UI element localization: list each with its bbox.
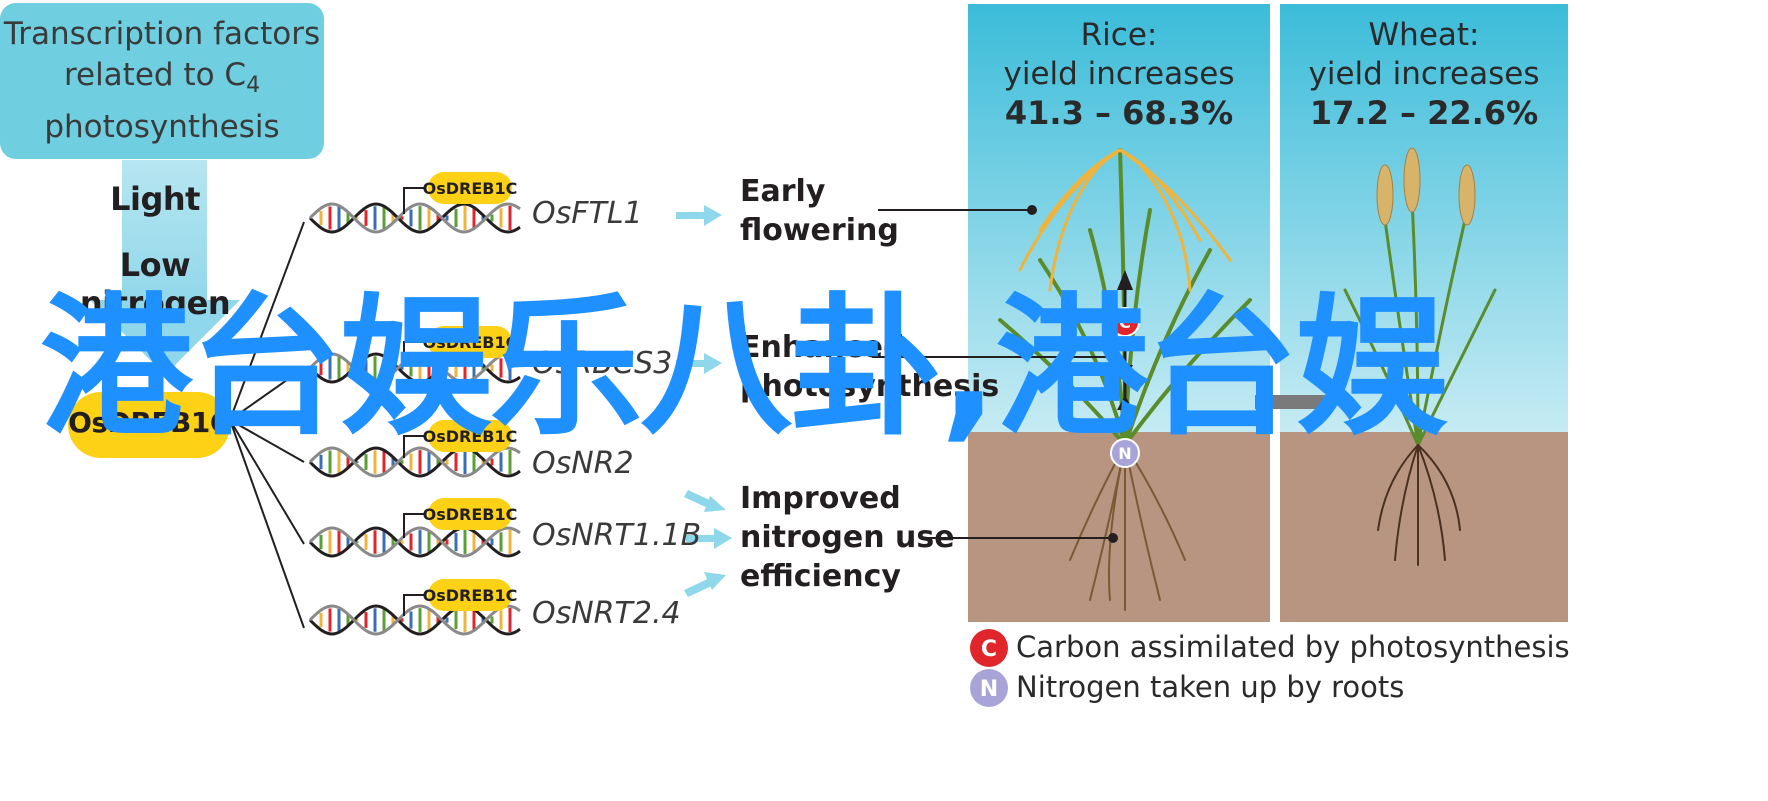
- rice-carbon-symbol: C: [1119, 313, 1131, 332]
- promoter-badge: [428, 498, 512, 530]
- wheat-yield-range: 17.2 – 22.6%: [1309, 94, 1539, 132]
- outcome-enhanced-photosynthesis: Enhanced photosynthesis: [740, 328, 999, 406]
- dna-strand-icon: [308, 526, 521, 558]
- rice-flux-arrows: [1117, 270, 1133, 430]
- wheat-crop-name: Wheat:: [1368, 17, 1480, 53]
- central-factor-badge: [68, 392, 230, 458]
- outcome-early-line1: Early: [740, 174, 826, 209]
- down-arrow-icon: [90, 160, 240, 375]
- overlay-watermark-text: 港台娱乐八卦,港台娱: [40, 279, 1448, 456]
- gene-label-osnr2: OsNR2: [532, 446, 634, 481]
- arrow-nue-1-icon: [684, 490, 726, 512]
- transcription-factors-box: Transcription factors related to C4 phot…: [0, 3, 324, 159]
- rice-yield-range: 41.3 – 68.3%: [1004, 94, 1234, 132]
- tf-box-line2-subscript: 4: [246, 73, 261, 99]
- dna-strand-icon: [308, 604, 521, 636]
- rice-carbon-icon: C: [1110, 307, 1140, 337]
- gene-label-osrbcs3: OsRBCS3: [532, 346, 673, 381]
- promoter-badge-label: OsDREB1C: [423, 333, 518, 352]
- outcome-improved-nue: Improved nitrogen use efficiency: [740, 479, 955, 596]
- gene-label-osftl1: OsFTL1: [532, 196, 643, 231]
- promoter-arrow-icon: [403, 435, 426, 458]
- promoter-badge: [428, 420, 512, 452]
- outcome-early-line2: flowering: [740, 213, 899, 248]
- legend-carbon-symbol: C: [981, 637, 997, 662]
- gene-label-osnrt11b: OsNRT1.1B: [532, 518, 702, 553]
- outcome-arrows: [676, 205, 732, 597]
- promoter-arrow-icon: [403, 513, 426, 538]
- promoter-badge: [428, 579, 512, 611]
- promoter-badge-label: OsDREB1C: [423, 427, 518, 446]
- wheat-panel: [1280, 4, 1568, 622]
- arrow-early-icon: [676, 205, 722, 226]
- outcome-photo-line1: Enhanced: [740, 330, 905, 365]
- promoter-badge-label: OsDREB1C: [423, 505, 518, 524]
- outcome-nue-line2: nitrogen use: [740, 520, 955, 555]
- tf-box-line1: Transcription factors: [3, 16, 321, 53]
- promoter-arrow-icon: [403, 594, 426, 616]
- promoter-badge: [428, 326, 512, 358]
- legend-carbon-text: Carbon assimilated by photosynthesis: [1016, 630, 1570, 664]
- rice-nitrogen-icon: N: [1110, 438, 1140, 468]
- legend-nitrogen-icon: N: [970, 669, 1008, 707]
- rice-nitrogen-symbol: N: [1118, 444, 1131, 463]
- callout-lines: [872, 209, 1112, 539]
- promoter-arrow-icon: [403, 341, 426, 364]
- panel-connector: [1255, 395, 1335, 409]
- legend-carbon-icon: C: [970, 629, 1008, 667]
- rice-crop-name: Rice:: [1080, 17, 1158, 53]
- arrow-photo-icon: [676, 353, 722, 374]
- dna-strand-icon: [308, 352, 521, 384]
- outcome-nue-line3: efficiency: [740, 559, 901, 594]
- wheat-yield-label: yield increases: [1308, 56, 1540, 92]
- promoter-badge-label: OsDREB1C: [423, 179, 518, 198]
- gene-label-osnrt24: OsNRT2.4: [532, 596, 681, 631]
- dna-targets: OsDREB1C OsDREB1C OsDREB1C OsDREB1C OsDREB1C: [308, 172, 521, 636]
- condition-light: Light: [110, 180, 200, 218]
- arrow-nue-2-icon: [686, 528, 732, 549]
- dna-strand-icon: [308, 446, 521, 478]
- outcome-early-flowering: Early flowering: [740, 172, 899, 250]
- fan-lines: [229, 221, 305, 629]
- outcome-nue-line1: Improved: [740, 481, 901, 516]
- promoter-badge: [428, 172, 512, 204]
- condition-low-nitrogen: Low nitrogen: [79, 246, 231, 322]
- rice-yield-label: yield increases: [1003, 56, 1235, 92]
- arrow-nue-3-icon: [684, 572, 726, 597]
- dna-strand-icon: [308, 202, 521, 234]
- promoter-badge-label: OsDREB1C: [423, 586, 518, 605]
- tf-box-line3: photosynthesis: [44, 108, 280, 145]
- wheat-panel-header: Wheat: yield increases 17.2 – 22.6%: [1280, 16, 1568, 133]
- wheat-plant-icon: [1343, 147, 1497, 566]
- legend-nitrogen-symbol: N: [980, 677, 998, 702]
- rice-panel-header: Rice: yield increases 41.3 – 68.3%: [968, 16, 1270, 133]
- tf-box-line2-text: related to C: [63, 57, 247, 94]
- promoter-arrow-icon: [403, 187, 426, 214]
- legend-nitrogen-text: Nitrogen taken up by roots: [1016, 670, 1405, 704]
- tf-box-line2: related to C4: [0, 55, 324, 106]
- outcome-photo-line2: photosynthesis: [740, 369, 1000, 404]
- callout-dots: [1027, 205, 1118, 543]
- central-factor-label: OsDREB1C: [68, 406, 230, 439]
